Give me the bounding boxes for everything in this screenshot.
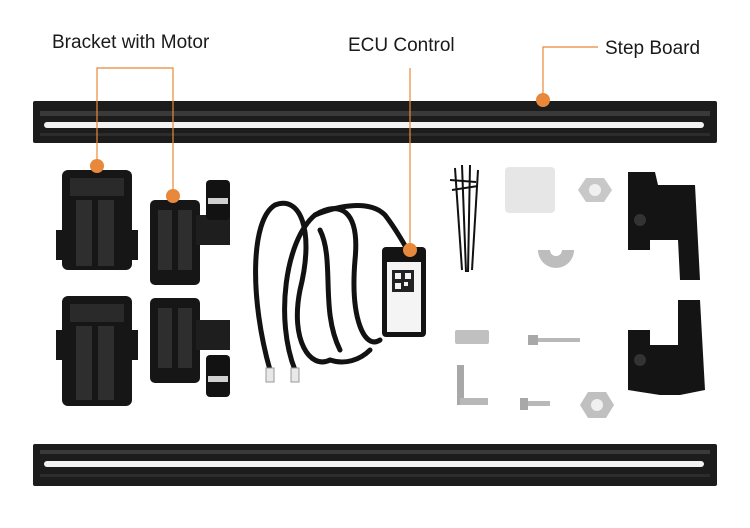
callout-lines [96,46,598,248]
cable-ties [449,164,479,273]
callout-dot-bracket [90,159,104,173]
shim-washer [538,250,574,268]
bracket-top-left [56,170,138,270]
label-bracket-with-motor: Bracket with Motor [52,32,210,53]
wire-connectors [265,367,300,383]
step-board-bottom [33,444,717,486]
label-ecu-control: ECU Control [348,35,455,56]
bracket-motor-top [150,180,230,285]
bolt-short [520,398,550,410]
label-step-board: Step Board [605,38,701,59]
bracket-motor-bottom [150,298,230,397]
callout-dots [90,93,550,257]
callout-dot-step-board [536,93,550,107]
step-board-top [33,101,717,143]
l-pin [457,365,488,405]
mounting-bracket-bottom [628,300,705,395]
flat-plate [455,330,489,344]
mounting-bracket-top [628,172,700,280]
mounting-block [505,167,555,213]
bolt-long [528,335,580,345]
ecu-control-box [382,247,426,337]
hex-nut-top [578,178,612,202]
hex-nut-bottom [580,392,614,418]
callout-dot-motor [166,189,180,203]
wiring-harness [253,200,413,373]
callout-dot-ecu [403,243,417,257]
bracket-bottom-left [56,296,138,406]
